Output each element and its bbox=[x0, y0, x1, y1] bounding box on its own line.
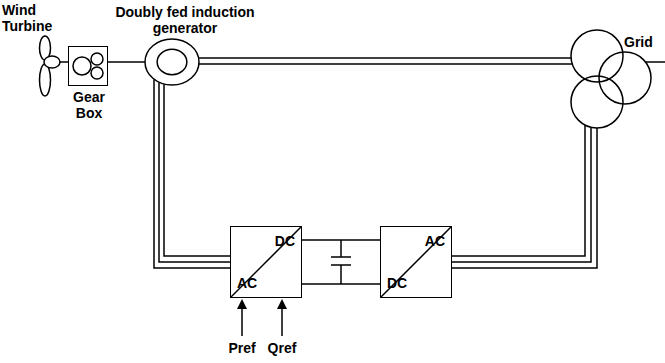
converter-label: AC bbox=[237, 275, 257, 291]
reference-arrow bbox=[281, 306, 283, 336]
signal-name: Qref bbox=[268, 340, 297, 356]
wire-line bbox=[154, 79, 230, 268]
transformer-winding bbox=[571, 76, 623, 128]
wire-connector bbox=[302, 240, 380, 284]
grid-label: Grid bbox=[624, 34, 653, 50]
grid-wire bbox=[646, 61, 665, 63]
wire-connector bbox=[108, 62, 145, 63]
generator-outline bbox=[144, 38, 200, 86]
gear-box-label: Gear Box bbox=[63, 89, 115, 121]
wire-line bbox=[159, 82, 230, 262]
converter-label: DC bbox=[387, 275, 407, 291]
wire-line bbox=[164, 84, 230, 256]
grid-side-wire bbox=[452, 125, 585, 256]
stator-wire bbox=[199, 57, 571, 59]
converter-diagonal-line bbox=[231, 227, 301, 297]
grid-side-wire bbox=[452, 128, 597, 268]
converter-box: AC DC bbox=[380, 226, 452, 298]
wire-line bbox=[302, 239, 380, 241]
generator-label: Doubly fed induction generator bbox=[110, 4, 260, 36]
reference-arrowhead bbox=[277, 299, 287, 309]
converter-box: DC AC bbox=[230, 226, 302, 298]
converter-label: DC bbox=[275, 233, 295, 249]
transformer-winding bbox=[571, 30, 623, 82]
wire-line bbox=[302, 283, 380, 285]
generator-winding bbox=[157, 49, 187, 74]
turbine-label: Wind Turbine bbox=[2, 2, 64, 34]
gear-wheel bbox=[73, 57, 91, 75]
converter-diagonal-line bbox=[381, 227, 451, 297]
gear-wheel bbox=[91, 67, 103, 79]
wire-line bbox=[108, 61, 145, 63]
wire-connector bbox=[154, 79, 230, 268]
converter-label: AC bbox=[425, 233, 445, 249]
gear-box: Gear Box bbox=[68, 46, 108, 86]
signal-name: Pref bbox=[228, 340, 255, 356]
generator-symbol: Doubly fed induction generator bbox=[144, 38, 200, 86]
turbine-blade bbox=[40, 64, 51, 96]
reference-arrow bbox=[241, 306, 243, 336]
generator-winding bbox=[145, 39, 199, 85]
stator-wire bbox=[199, 63, 572, 65]
grid-side-wire bbox=[452, 127, 591, 262]
dc-link-capacitor bbox=[331, 240, 351, 284]
gear-symbol bbox=[69, 47, 107, 85]
gear-wheel bbox=[91, 53, 103, 65]
reference-arrowhead bbox=[237, 299, 247, 309]
turbine-hub bbox=[44, 56, 60, 68]
